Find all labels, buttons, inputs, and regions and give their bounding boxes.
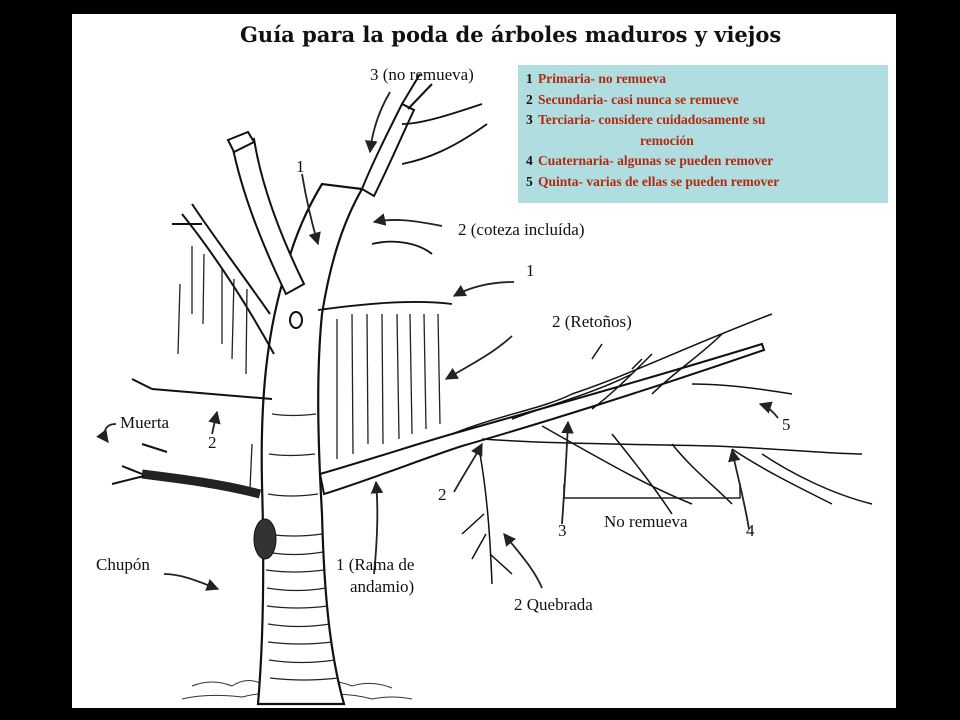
leaders bbox=[226, 73, 433, 296]
legend-row: 5 Quinta- varias de ellas se pueden remov… bbox=[526, 172, 880, 193]
legend-text: remoción bbox=[640, 132, 694, 148]
arrows bbox=[96, 91, 779, 591]
legend-number: 5 bbox=[526, 173, 533, 189]
legend-text: Secundaria- casi nunca se remueve bbox=[538, 91, 739, 107]
label-scaffold-2: andamio) bbox=[350, 577, 414, 596]
label-tertiary-top: 3 (no remueva) bbox=[370, 65, 474, 84]
legend-text: Primaria- no remueva bbox=[538, 71, 666, 86]
legend-row: 2 Secundaria- casi nunca se remueve bbox=[526, 90, 880, 111]
label-broken: 2 Quebrada bbox=[514, 595, 593, 614]
legend-text: Terciaria- considere cuidadosamente su bbox=[538, 112, 766, 127]
legend-box: 1 Primaria- no remueva 2 Secundaria- casi … bbox=[518, 65, 888, 203]
left-branches bbox=[111, 203, 275, 499]
trunk bbox=[253, 182, 364, 706]
label-no-remove: No remueva bbox=[604, 512, 688, 531]
legend-number: 4 bbox=[526, 153, 533, 168]
label-quaternary: 4 bbox=[746, 521, 755, 540]
label-scaffold-1: 1 (Rama de bbox=[336, 555, 414, 574]
legend-row: 3 Terciaria- considere cuidadosamente su bbox=[526, 110, 880, 131]
legend-number: 2 bbox=[526, 91, 533, 107]
label-fifth: 5 bbox=[782, 415, 791, 434]
label-dead: Muerta bbox=[120, 413, 170, 432]
label-secondary-left: 2 bbox=[208, 433, 217, 452]
legend-text: Quinta- varias de ellas se pueden remove… bbox=[538, 173, 780, 189]
scaffold-branch bbox=[318, 342, 766, 496]
legend-row: remoción bbox=[526, 131, 880, 152]
diagram-title: Guía para la poda de árboles maduros y v… bbox=[240, 22, 781, 47]
tree-pruning-diagram: Guía para la poda de árboles maduros y v… bbox=[96, 22, 873, 706]
legend-number: 3 bbox=[526, 112, 533, 127]
legend-number: 1 bbox=[526, 71, 533, 86]
label-primary-trunk: 1 bbox=[296, 157, 305, 176]
legend-row: 4 Cuaternaria- algunas se pueden remover bbox=[526, 151, 880, 172]
no-remove-bracket bbox=[563, 484, 741, 499]
trunk-cavity bbox=[253, 518, 277, 560]
label-primary-right: 1 bbox=[526, 261, 535, 280]
label-sucker: Chupón bbox=[96, 555, 150, 574]
label-secondary-low: 2 bbox=[438, 485, 447, 504]
sprouts bbox=[177, 246, 441, 490]
diagram-panel: Guía para la poda de árboles maduros y v… bbox=[72, 14, 896, 708]
label-included-bark: 2 (coteza incluída) bbox=[458, 220, 585, 239]
legend-text: Cuaternaria- algunas se pueden remover bbox=[538, 153, 774, 168]
label-tertiary-low: 3 bbox=[558, 521, 567, 540]
scaffold-twigs bbox=[451, 313, 873, 585]
label-sprouts: 2 (Retoños) bbox=[552, 312, 632, 331]
upper-right-branches bbox=[317, 103, 488, 311]
legend-row: 1 Primaria- no remueva bbox=[526, 69, 880, 90]
